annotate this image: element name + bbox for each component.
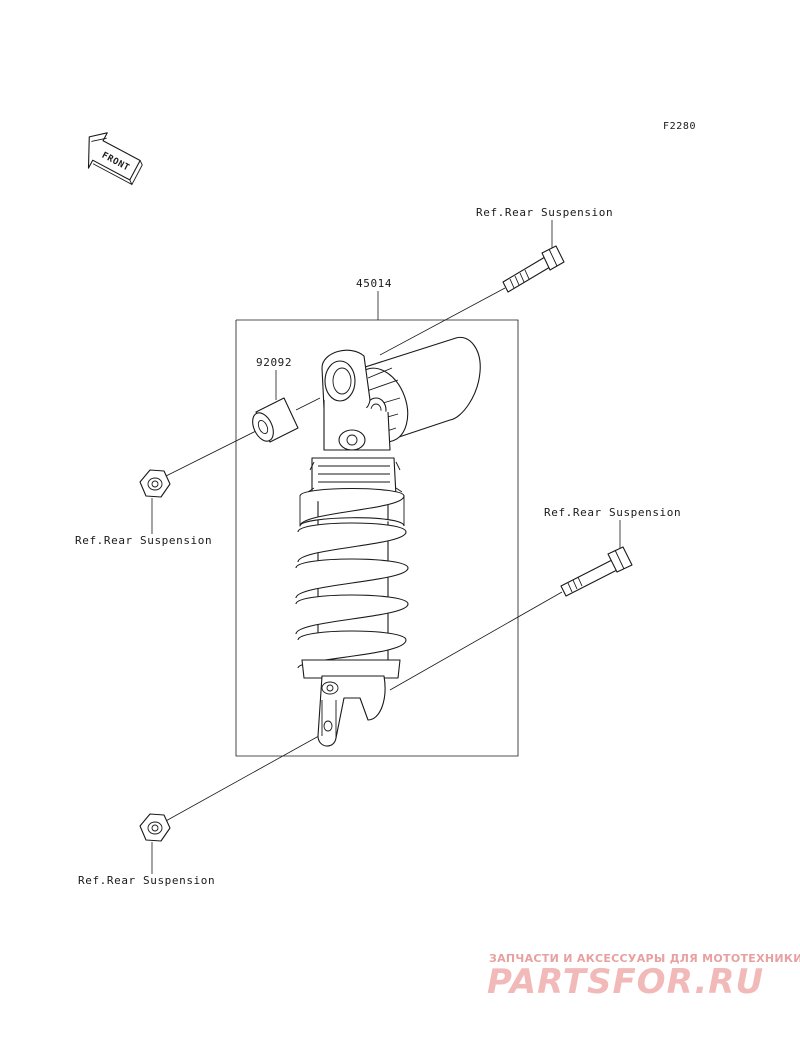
ref-bottom-nut: Ref.Rear Suspension	[78, 874, 215, 887]
right-bolt	[389, 546, 633, 691]
assembly-frame	[235, 291, 519, 757]
ref-right-bolt: Ref.Rear Suspension	[544, 506, 681, 519]
watermark-tagline: ЗАПЧАСТИ И АКСЕССУАРЫ ДЛЯ МОТОТЕХНИКИ	[489, 952, 800, 965]
left-nut	[139, 427, 263, 498]
shock-absorber	[295, 336, 481, 747]
part-number-bushing: 92092	[256, 356, 292, 369]
bottom-nut	[139, 731, 327, 842]
watermark: ЗАПЧАСТИ И АКСЕССУАРЫ ДЛЯ МОТОТЕХНИКИ PA…	[487, 952, 800, 1002]
watermark-brand: PARTSFOR.RU	[487, 962, 764, 1002]
top-bolt	[379, 245, 565, 356]
diagram-code: F2280	[663, 121, 696, 132]
bushing	[252, 397, 321, 443]
coil-spring	[295, 487, 409, 669]
part-number-shock: 45014	[356, 277, 392, 290]
ref-top-bolt: Ref.Rear Suspension	[476, 206, 613, 219]
front-arrow-icon: FRONT	[87, 132, 143, 186]
ref-left-nut: Ref.Rear Suspension	[75, 534, 212, 547]
